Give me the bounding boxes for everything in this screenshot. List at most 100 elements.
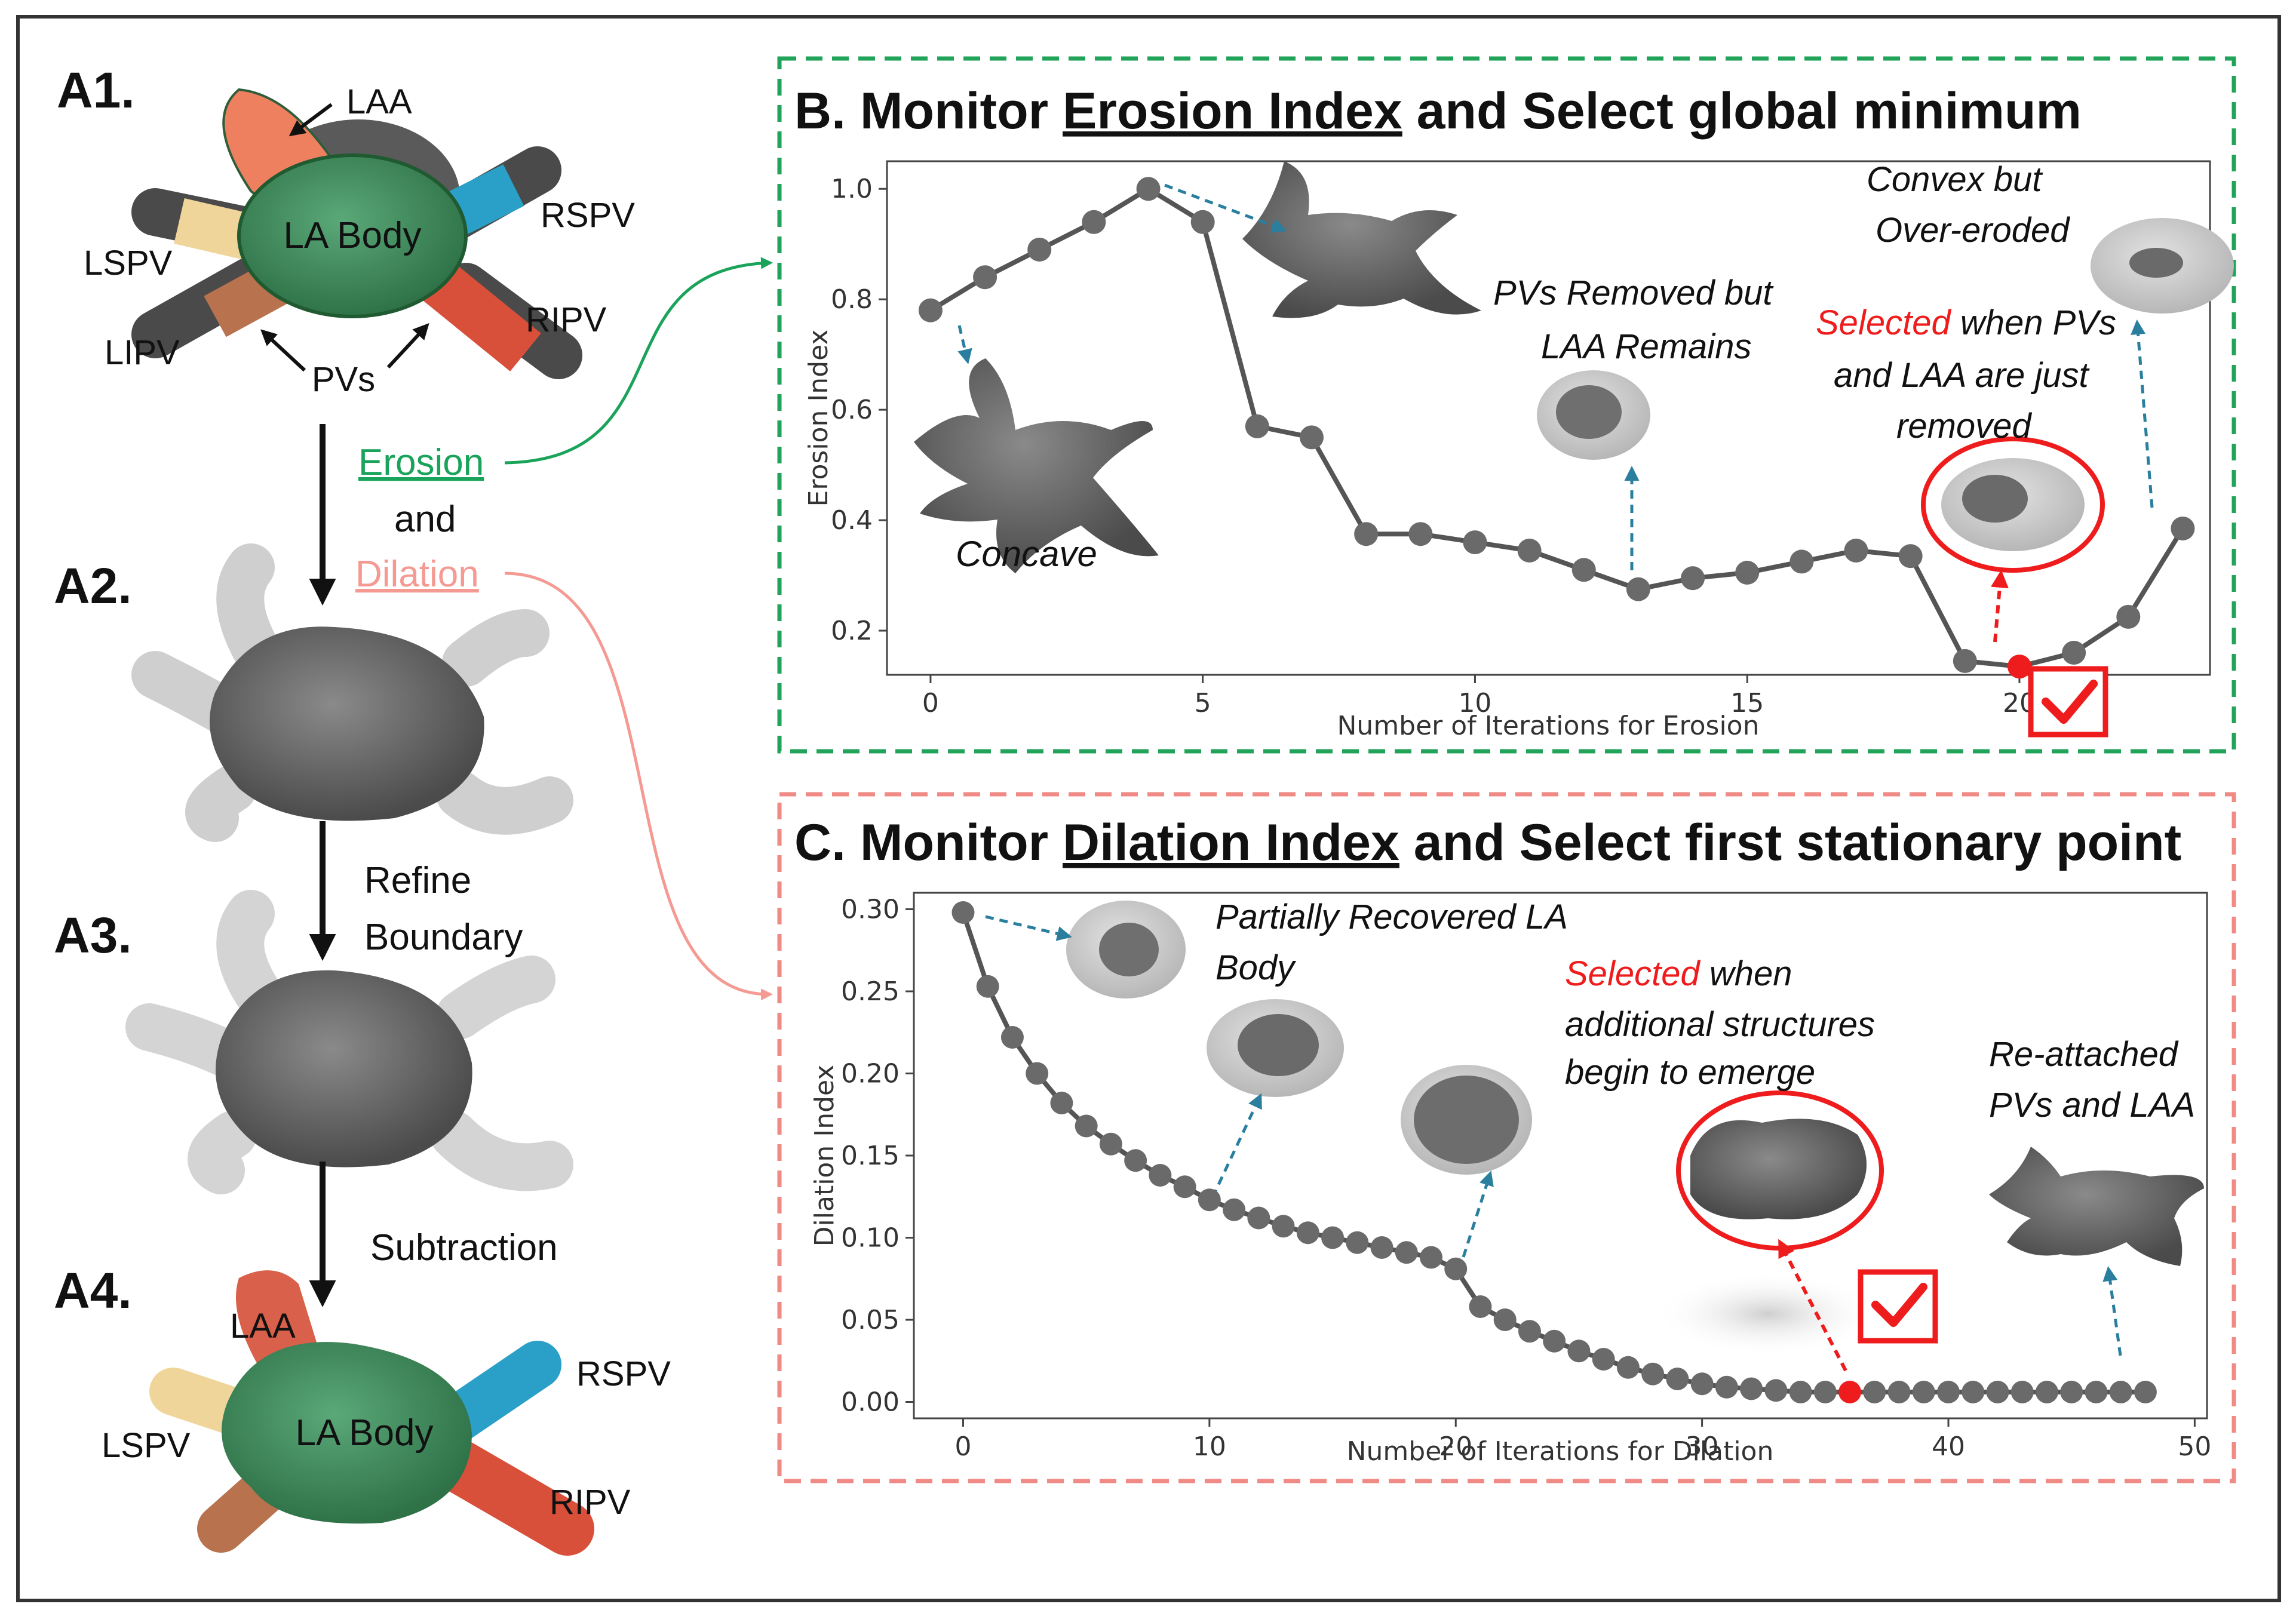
- panel-c-border: [777, 792, 2236, 1483]
- a4-rspv: [430, 1341, 561, 1445]
- dilation-data-point: [1937, 1381, 1960, 1403]
- convex-annotation-1: Convex but: [1867, 160, 2043, 199]
- concave-annotation: Concave: [956, 534, 1097, 574]
- dilation-data-point: [1321, 1226, 1345, 1249]
- erosion-y-tick-label: 1.0: [831, 174, 873, 204]
- dilation-data-point: [1986, 1381, 2009, 1403]
- erosion-selected-point: [2007, 655, 2031, 679]
- leader-selected-dilation: [1778, 1239, 1847, 1372]
- a1-la-body-label: LA Body: [284, 215, 422, 256]
- erosion-x-tick-label: 15: [1730, 688, 1764, 718]
- erosion-data-point: [1735, 560, 1760, 585]
- erosion-x-tick-label: 10: [1458, 688, 1491, 718]
- refine-text-line1: Refine: [364, 860, 471, 901]
- leader-over-eroded: [2131, 319, 2154, 508]
- selected-dilation-annotation-2: additional structures: [1565, 1005, 1875, 1044]
- stationary-shadow: [1655, 1272, 1881, 1356]
- erosion-y-tick-label: 0.6: [831, 395, 873, 425]
- dilation-data-point: [1198, 1188, 1221, 1212]
- selected-dilation-annotation-3: begin to emerge: [1565, 1053, 1815, 1092]
- reattached-annotation-1: Re-attached: [1989, 1035, 2179, 1074]
- dilation-data-point: [1469, 1295, 1492, 1318]
- dilation-data-point: [1223, 1198, 1246, 1221]
- a4-rspv-label: RSPV: [576, 1354, 671, 1393]
- dilation-data-point: [2010, 1381, 2034, 1403]
- a4-ripv-label: RIPV: [550, 1483, 631, 1522]
- selected-erosion-thumbnail: [1921, 437, 2105, 573]
- dilation-x-tick-label: 0: [954, 1431, 971, 1462]
- dilation-y-tick-label: 0.25: [841, 976, 900, 1007]
- selected-erosion-circle: [1921, 437, 2105, 573]
- dilation-y-tick-label: 0.30: [841, 895, 900, 925]
- dilation-data-point: [1272, 1215, 1295, 1238]
- erosion-data-point: [1844, 538, 1868, 563]
- partial-recovery-annotation-1: Partially Recovered LA: [1215, 898, 1568, 936]
- dilation-data-point: [1026, 1062, 1049, 1085]
- a4-laa-label: LAA: [230, 1307, 296, 1345]
- dilation-selected-point: [1838, 1381, 1862, 1403]
- dilation-data-point: [1641, 1362, 1665, 1385]
- leader-selected-erosion: [1990, 570, 2009, 643]
- panel-a3-label: A3.: [54, 907, 132, 963]
- erosion-data-point: [1953, 649, 1977, 673]
- dilation-data-point: [1370, 1236, 1393, 1259]
- dilation-x-tick-label: 30: [1686, 1431, 1719, 1462]
- and-text: and: [394, 499, 456, 540]
- atrium-a3-refined-model: [125, 890, 573, 1194]
- panel-b-title: B. Monitor Erosion Index and Select glob…: [794, 82, 2082, 140]
- dilation-data-point: [1050, 1092, 1073, 1114]
- erosion-data-point: [1408, 522, 1433, 546]
- dilation-data-point: [1863, 1381, 1886, 1403]
- dilation-data-point: [1518, 1320, 1541, 1343]
- erosion-data-point: [918, 298, 943, 322]
- panel-a2-label: A2.: [54, 558, 132, 614]
- a1-pvs-label: PVs: [312, 360, 375, 399]
- dilation-data-point: [1666, 1368, 1689, 1390]
- dilation-connector: [504, 572, 773, 1001]
- dilation-y-tick-label: 0.05: [841, 1305, 900, 1335]
- dilation-data-point: [2085, 1381, 2108, 1403]
- erosion-data-point: [2116, 604, 2141, 629]
- dilation-data-point: [1789, 1381, 1812, 1403]
- erosion-y-tick-label: 0.2: [831, 616, 873, 646]
- dilation-x-tick-label: 40: [1932, 1431, 1965, 1462]
- erosion-data-point: [1517, 538, 1542, 563]
- dilation-y-tick-label: 0.15: [841, 1141, 900, 1171]
- a1-laa-arrow: [288, 103, 333, 137]
- early-shape-thumbnail: [1242, 161, 1481, 318]
- erosion-series: [918, 177, 2195, 679]
- dilation-data-point: [1173, 1175, 1196, 1199]
- refine-text-line2: Boundary: [364, 917, 523, 958]
- over-eroded-thumbnail: [2091, 218, 2234, 314]
- erosion-data-point: [1789, 549, 1814, 574]
- leader-concave: [957, 325, 972, 364]
- dilation-link-text: Dilation: [355, 554, 479, 595]
- erosion-data-point: [1626, 577, 1650, 601]
- erosion-link-text: Erosion: [358, 442, 484, 483]
- selected-erosion-annotation-2: and LAA are just: [1834, 356, 2091, 395]
- erosion-data-point: [2062, 641, 2086, 665]
- erosion-y-tick-label: 0.4: [831, 505, 873, 536]
- erosion-data-point: [1354, 522, 1379, 546]
- la-body-ellipse: [237, 153, 468, 318]
- dilation-data-point: [1075, 1114, 1098, 1138]
- partial-recovery-thumbnail-3: [1401, 1065, 1532, 1175]
- dilation-x-tick-label: 20: [1439, 1431, 1472, 1462]
- pvs-arrow-left: [260, 329, 306, 372]
- dilation-y-tick-label: 0.00: [841, 1387, 900, 1418]
- panel-b-border: [777, 56, 2236, 754]
- dilation-data-point: [1715, 1375, 1738, 1399]
- erosion-data-point: [1190, 210, 1215, 234]
- a4-la-body-label: LA Body: [296, 1412, 434, 1454]
- leader-partial-2: [1211, 1093, 1262, 1199]
- dilation-data-point: [1149, 1164, 1172, 1187]
- dilation-data-point: [1493, 1308, 1517, 1331]
- a1-lspv-label: LSPV: [84, 244, 173, 282]
- dilation-x-tick-label: 50: [2178, 1431, 2211, 1462]
- dilation-data-point: [1567, 1340, 1591, 1363]
- dilation-data-point: [1887, 1381, 1911, 1403]
- selected-erosion-annotation-1: Selected when PVs: [1816, 303, 2116, 342]
